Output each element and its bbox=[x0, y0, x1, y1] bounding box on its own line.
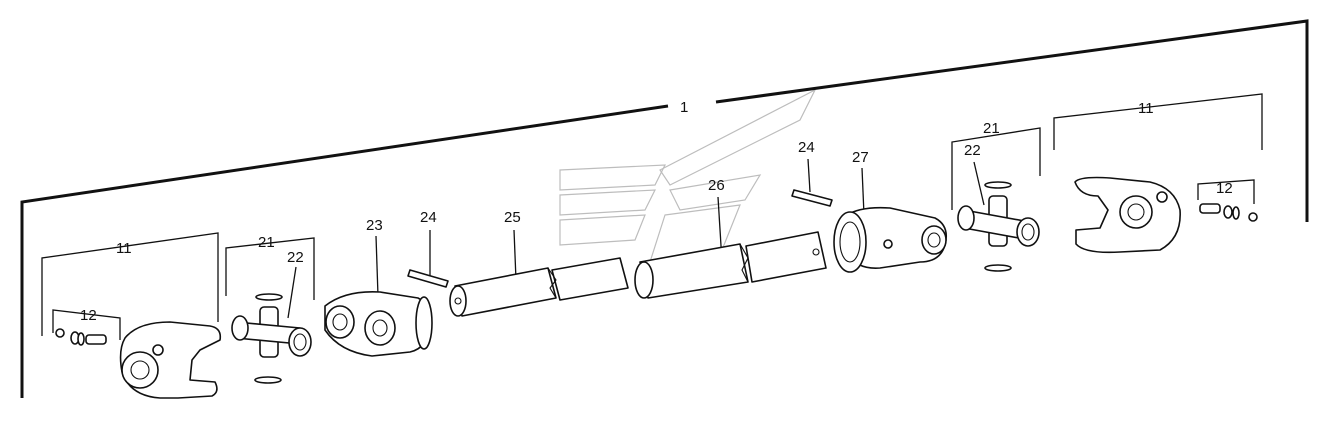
outer-yoke bbox=[833, 206, 948, 273]
pin-right-group: 24 bbox=[791, 139, 833, 207]
outer-tube-group: 26 bbox=[634, 177, 827, 299]
pin-left-group: 24 bbox=[407, 209, 449, 288]
yoke-right-group: 11 12 bbox=[1053, 93, 1263, 254]
cross-left-group: 21 22 bbox=[225, 234, 315, 384]
callout-yoke-left: 11 bbox=[116, 240, 132, 257]
callout-inner-tube: 25 bbox=[504, 209, 521, 226]
callout-assembly: 1 bbox=[680, 99, 688, 116]
yoke-right bbox=[1074, 176, 1181, 254]
outer-tube bbox=[634, 231, 827, 299]
yoke-left bbox=[119, 321, 222, 399]
callout-cross-left: 21 bbox=[258, 234, 275, 251]
inner-tube bbox=[449, 257, 629, 317]
callout-bearing-left: 22 bbox=[287, 249, 304, 266]
callout-bearing-right: 22 bbox=[964, 142, 981, 159]
pin-left bbox=[407, 269, 449, 288]
callout-inner-yoke: 23 bbox=[366, 217, 383, 234]
callout-bolt-left: 12 bbox=[80, 307, 97, 324]
cross-right-group: 21 22 bbox=[951, 120, 1041, 272]
callout-yoke-right: 11 bbox=[1138, 100, 1154, 117]
callout-pin-right: 24 bbox=[798, 139, 815, 156]
yoke-left-group: 11 12 bbox=[41, 232, 222, 399]
inner-yoke bbox=[324, 290, 433, 357]
assembly-frame: 1 bbox=[20, 19, 1309, 398]
callout-cross-right: 21 bbox=[983, 120, 1000, 137]
cross-right bbox=[957, 195, 1040, 247]
callout-outer-yoke: 27 bbox=[852, 149, 869, 166]
pin-right bbox=[791, 189, 833, 207]
callout-outer-tube: 26 bbox=[708, 177, 725, 194]
cross-left bbox=[231, 306, 312, 358]
callout-bolt-right: 12 bbox=[1216, 180, 1233, 197]
inner-yoke-group: 23 bbox=[324, 217, 433, 357]
outer-yoke-group: 27 bbox=[833, 149, 948, 273]
inner-tube-group: 25 bbox=[449, 209, 629, 317]
callout-pin-left: 24 bbox=[420, 209, 437, 226]
